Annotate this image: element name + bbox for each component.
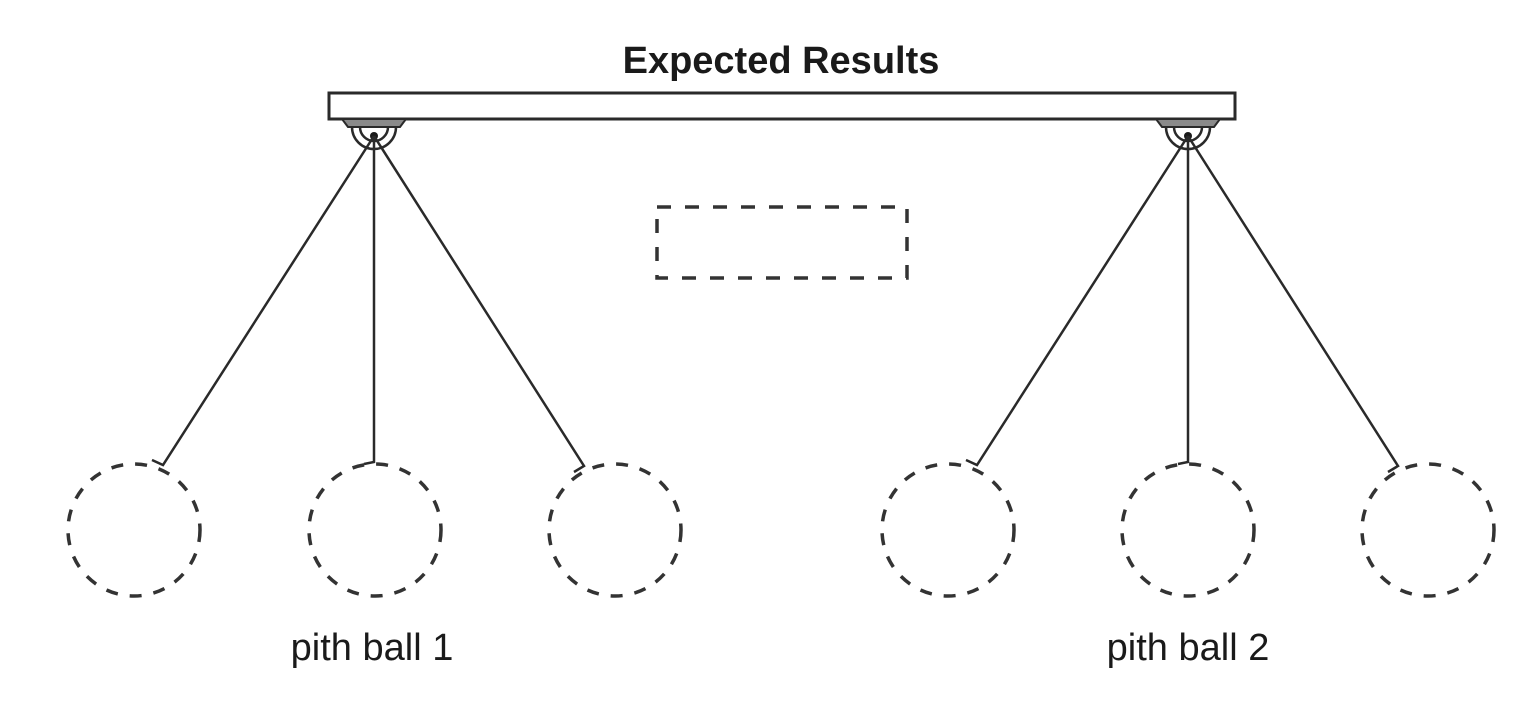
pith-ball-1-right-position <box>547 462 683 598</box>
pith-ball-1-left-position <box>66 462 202 598</box>
pith-ball-1-center-position <box>307 462 443 598</box>
answer-box <box>655 205 909 280</box>
pith-ball-2-strings <box>965 135 1400 474</box>
pith-ball-2-left-position <box>880 462 1016 598</box>
string-left-position <box>151 135 376 467</box>
string-right-position <box>1186 135 1400 474</box>
pith-ball-2-label: pith ball 2 <box>1107 627 1270 669</box>
string-center-position <box>363 136 376 466</box>
pith-ball-2-center-position <box>1120 462 1256 598</box>
string-left-position <box>965 135 1190 467</box>
pith-ball-1-strings <box>151 135 586 474</box>
pith-ball-2-right-position <box>1360 462 1496 598</box>
string-center-position <box>1177 136 1190 466</box>
pith-ball-1-label: pith ball 1 <box>291 627 454 669</box>
string-right-position <box>372 135 586 474</box>
support-bar <box>327 91 1237 121</box>
diagram-title: Expected Results <box>623 40 940 82</box>
